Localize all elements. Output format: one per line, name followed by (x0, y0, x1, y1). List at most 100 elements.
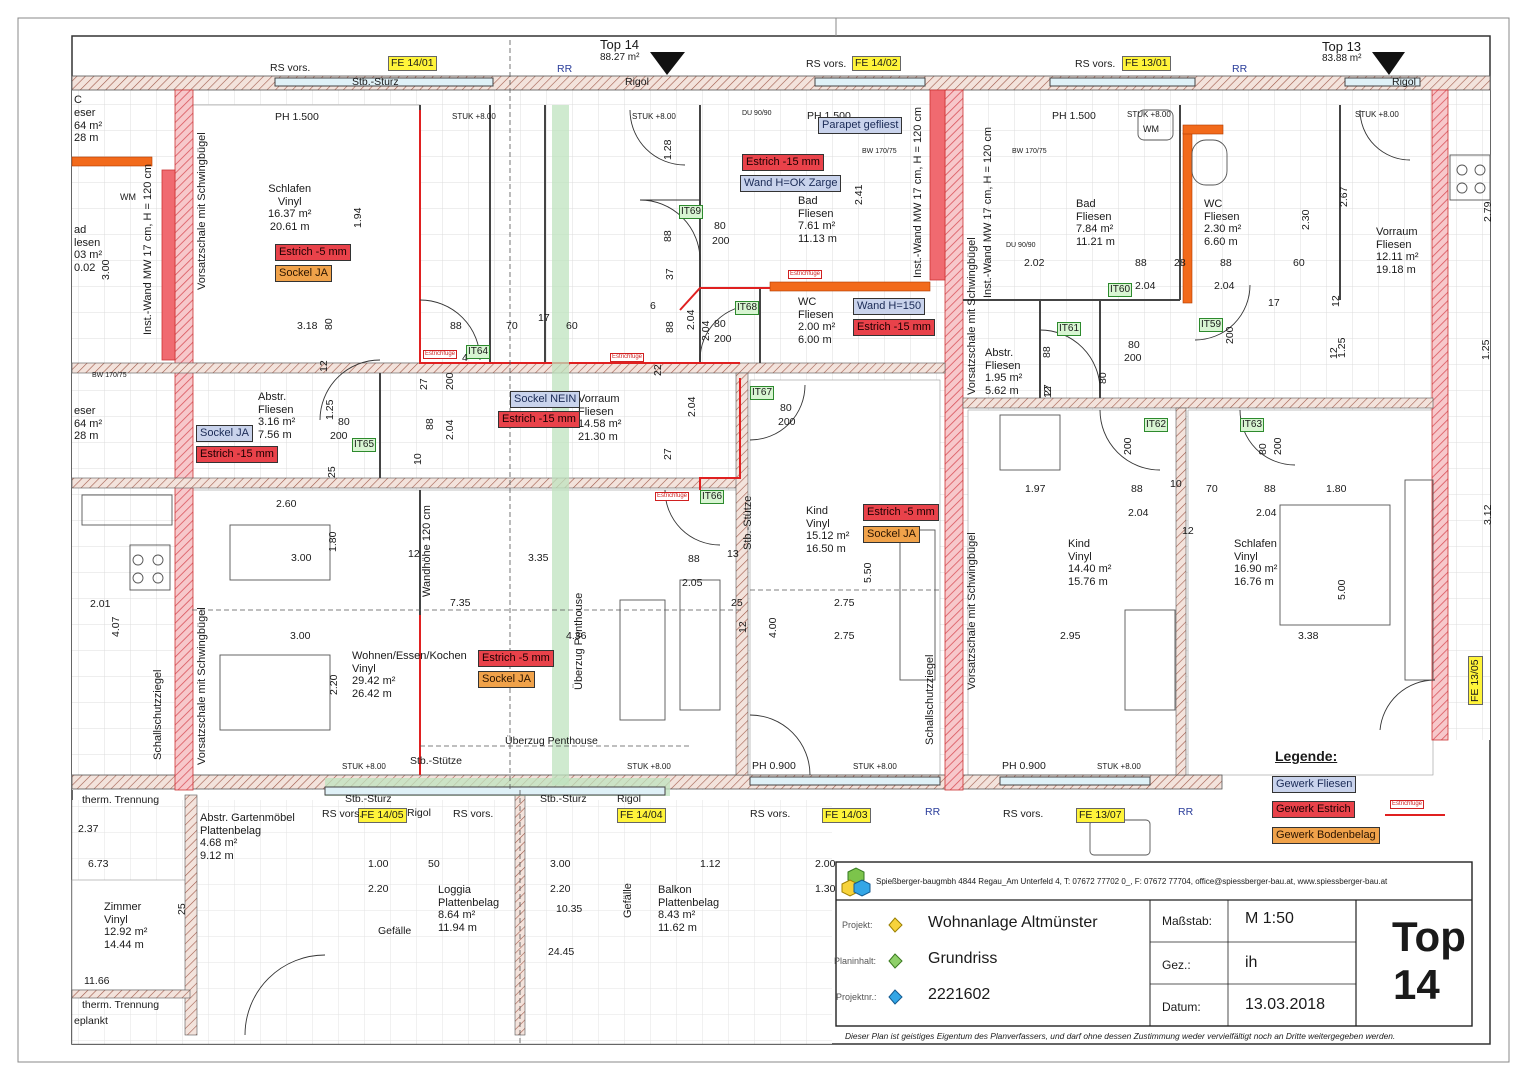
dimension-label: 2.04 (1214, 280, 1235, 292)
it-label: IT67 (750, 386, 775, 400)
estrich-tag: Estrich -5 mm (863, 504, 939, 521)
dimension-label: 3.35 (528, 552, 549, 564)
dimension-label: 2.30 (1300, 209, 1312, 230)
dimension-label: 1.25 (324, 399, 336, 420)
dimension-label: 88 (1041, 346, 1053, 358)
legend-bodenbelag: Gewerk Bodenbelag (1272, 827, 1380, 844)
projektnr-value: 2221602 (928, 986, 991, 1003)
dimension-label: 2.04 (685, 309, 697, 330)
massstab-value: M 1:50 (1245, 910, 1294, 927)
fe-label: FE 14/02 (852, 56, 901, 71)
dimension-label: 1.80 (1326, 483, 1347, 495)
dimension-label: 1.80 (327, 531, 339, 552)
dimension-label: 4 (462, 352, 468, 364)
estrich-tag: Estrich -15 mm (498, 411, 580, 428)
rr-label: RR (1232, 63, 1248, 75)
fe-label: FE 14/05 (358, 808, 407, 823)
ph-label: PH 0.900 (752, 760, 796, 772)
dimension-label: 2.95 (1060, 630, 1081, 642)
dimension-label: 2.04 (1256, 507, 1277, 519)
fixture-label: BW 170/75 (1012, 148, 1047, 155)
rr-label: RR (925, 806, 941, 818)
dimension-label: 2.37 (78, 823, 99, 835)
dimension-label: 80 (1128, 339, 1140, 351)
dimension-label: 2.60 (276, 498, 297, 510)
company-info: Spießberger-baugmbh 4844 Regau_Am Unterf… (876, 877, 1388, 886)
dimension-label: 3.38 (1298, 630, 1319, 642)
top-number: 14 (1393, 961, 1440, 1008)
dimension-label: 80 (1097, 372, 1109, 384)
dimension-label: 5.00 (1336, 579, 1348, 600)
dimension-label: 200 (778, 416, 796, 428)
fixtures (81, 109, 1491, 856)
fixture-label: WM (120, 192, 136, 202)
dimension-label: 88 (424, 418, 436, 430)
estrichfuge-tag: Estrichfuge (610, 353, 645, 362)
projekt-value: Wohnanlage Altmünster (928, 914, 1098, 931)
top13-label: Top 13 (1322, 39, 1362, 54)
dimension-label: 11.66 (84, 975, 110, 987)
dimension-label: 25 (176, 903, 188, 915)
dimension-label: 88 (664, 321, 676, 333)
legend-estrich: Gewerk Estrich (1272, 801, 1355, 818)
dimension-label: 24.45 (548, 946, 575, 958)
rigol-label: Rigol (1392, 76, 1416, 88)
dimension-label: 3.18 (297, 320, 318, 332)
dimension-label: 2.20 (550, 883, 571, 895)
massstab-label: Maßstab: (1162, 914, 1213, 928)
dimension-label: 2.04 (1128, 507, 1149, 519)
dimension-label: 200 (330, 430, 348, 442)
rigol-label: Rigol (625, 76, 649, 88)
stuk-label: STUK +8.00 (627, 762, 671, 771)
dimension-label: 6 (650, 300, 656, 312)
estrichfuge-tag: Estrichfuge (655, 492, 690, 501)
dimension-label: 80 (714, 318, 726, 330)
fixture-label: DU 90/90 (1006, 242, 1036, 249)
dimension-label: 200 (1124, 352, 1142, 364)
estrichfuge-tag: Estrichfuge (788, 270, 823, 279)
dimension-label: 17 (538, 312, 550, 324)
therm-trennung-label: therm. Trennung (82, 999, 160, 1011)
dimension-label: 70 (1206, 483, 1218, 495)
dimension-label: 17 (1268, 297, 1280, 309)
dimension-label: 10 (1170, 478, 1182, 490)
fe-label: FE 13/07 (1076, 808, 1125, 823)
ueberzug-label: Überzug Penthouse (505, 735, 598, 747)
disclaimer: Dieser Plan ist geistiges Eigentum des P… (845, 1031, 1396, 1041)
fe-label: FE 13/05 (1468, 656, 1483, 705)
dimension-label: 27 (1042, 384, 1054, 396)
ph-label: PH 0.900 (1002, 760, 1046, 772)
inst-wand-label: Inst.-Wand MW 17 cm, H = 120 cm (142, 163, 154, 335)
stb-sturz-label: Stb.-Sturz (352, 76, 399, 88)
dimension-label: 88 (688, 553, 700, 565)
dimension-label: 2.05 (682, 577, 703, 589)
rs-vors-label: RS vors. (806, 58, 847, 70)
sockel-tag: Sockel JA (196, 425, 253, 442)
sockel-tag: Sockel JA (478, 671, 535, 688)
wandhoehe-label: Wandhöhe 120 cm (421, 505, 433, 597)
dimension-label: 60 (566, 320, 578, 332)
dimension-label: 3.00 (291, 552, 312, 564)
schallschutz-label: Schallschutzziegel (152, 669, 164, 761)
rs-vors-label: RS vors. (1003, 808, 1044, 820)
dimension-label: 88 (1264, 483, 1276, 495)
rr-label: RR (1178, 806, 1194, 818)
fe-label: FE 14/01 (388, 56, 437, 71)
gez-label: Gez.: (1162, 958, 1191, 972)
it-label: IT68 (735, 301, 760, 315)
dimension-label: 80 (714, 220, 726, 232)
dimension-label: 12 (318, 360, 330, 372)
dimension-label: 13 (727, 548, 739, 560)
dimension-label: 1.97 (1025, 483, 1046, 495)
dimension-label: 200 (714, 333, 732, 345)
vorsatzschale-label: Vorsatzschale mit Schwingbügel (966, 532, 978, 690)
dimension-label: 200 (712, 235, 730, 247)
rs-vors-label: RS vors. (750, 808, 791, 820)
dimension-label: 12 (1182, 525, 1194, 537)
